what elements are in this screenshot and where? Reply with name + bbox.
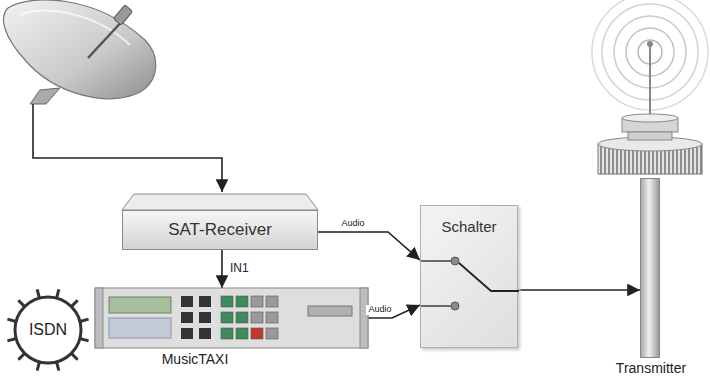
node-label: MusicTAXI [162,351,229,367]
node-label: ISDN [29,321,67,339]
receiver-box: SAT-Receiver [122,210,318,250]
signal-connector [318,232,420,260]
transmitter-tower [592,0,708,174]
node-label: Transmitter [616,360,686,376]
musictaxi-unit: MusicTAXI [95,288,368,348]
satellite-dish [3,0,222,192]
isdn-circle: ISDN [10,292,86,368]
signal-label: IN1 [228,262,251,275]
transmitter-mast: Transmitter [640,178,660,358]
transmitter-mast-graphic [641,179,661,359]
node-label: SAT-Receiver [168,220,272,240]
signal-connector [221,250,223,288]
receiver-top [122,194,318,210]
node-label: Schalter [441,218,496,235]
signal-label: Audio [366,305,393,315]
musictaxi-unit-graphic [95,288,368,348]
signal-label: Audio [339,219,366,229]
signal-connector [518,289,640,291]
switch-box: Schalter [420,205,518,348]
